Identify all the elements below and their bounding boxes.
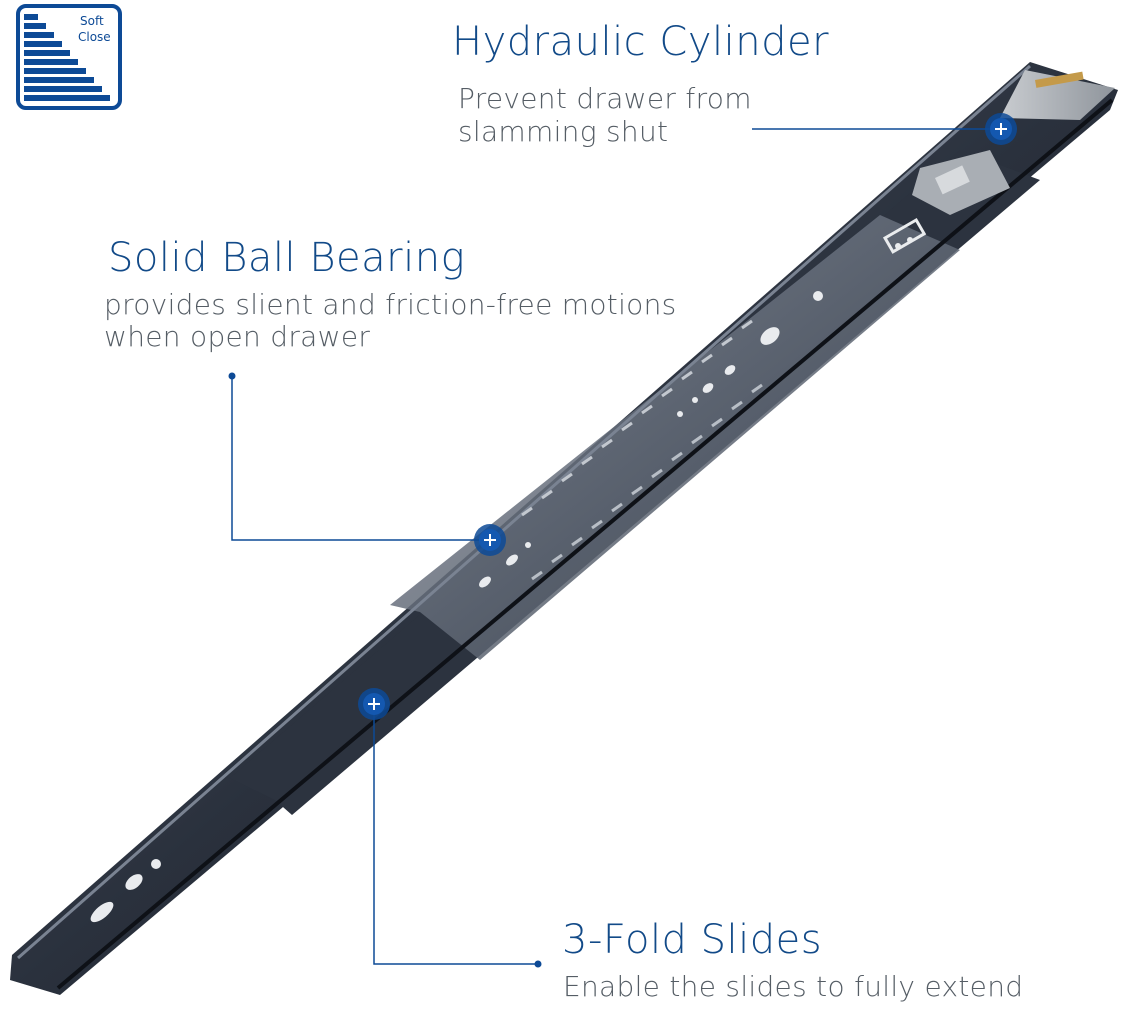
ball-bearing-row-lower <box>531 383 763 581</box>
plus-marker-icon[interactable] <box>474 524 506 556</box>
inner-rail <box>390 215 960 660</box>
hydraulic-cylinder-title: Hydraulic Cylinder <box>452 19 830 65</box>
ball-bearing-desc-line2: when open drawer <box>104 320 371 353</box>
three-fold-slides-title: 3-Fold Slides <box>562 917 823 963</box>
leader-dot-bearing <box>228 372 236 380</box>
badge-label-soft: Soft <box>80 14 104 28</box>
leader-line-bearing <box>231 376 490 541</box>
three-fold-slides-desc: Enable the slides to fully extend <box>563 970 1024 1003</box>
ball-bearing-title: Solid Ball Bearing <box>108 235 466 281</box>
hydraulic-cylinder-housing <box>882 70 1115 254</box>
soft-close-stairs-icon <box>16 4 122 110</box>
hydraulic-cylinder-desc-line1: Prevent drawer from <box>458 82 752 115</box>
leader-line-slides <box>373 704 538 965</box>
ball-bearing-row <box>521 319 753 517</box>
hydraulic-cylinder-desc-line2: slamming shut <box>458 115 669 148</box>
ball-bearing-desc-line1: provides slient and friction-free motion… <box>104 288 677 321</box>
leader-dot-slides <box>534 960 542 968</box>
badge-label-close: Close <box>78 30 111 44</box>
plus-marker-icon[interactable] <box>358 688 390 720</box>
plus-marker-icon[interactable] <box>985 113 1017 145</box>
mounting-holes <box>90 291 823 923</box>
rail-edge-shadow <box>56 98 1114 990</box>
soft-close-badge: Soft Close <box>16 4 122 110</box>
